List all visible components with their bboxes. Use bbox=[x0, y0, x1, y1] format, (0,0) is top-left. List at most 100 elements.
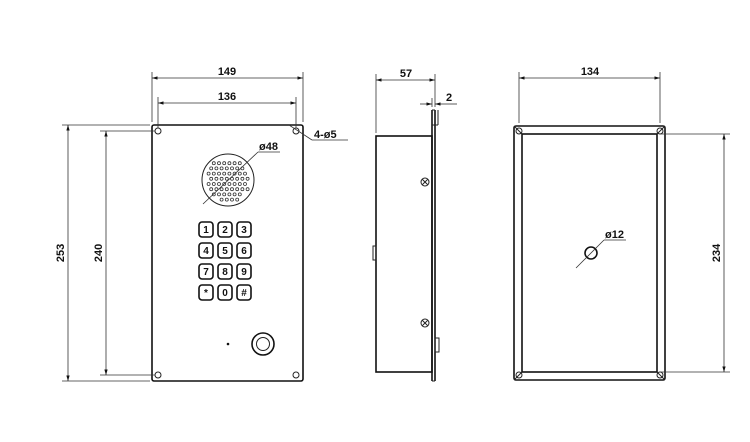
leader-cable-hole bbox=[575, 239, 605, 269]
dim-width-outer: 149 bbox=[218, 66, 236, 78]
keypad-key-label: 6 bbox=[241, 246, 247, 257]
label-mount-holes: 4-ø5 bbox=[314, 129, 337, 141]
speaker-hole bbox=[227, 171, 232, 176]
speaker-hole bbox=[224, 176, 229, 181]
keypad-key bbox=[217, 221, 233, 238]
speaker-hole bbox=[222, 182, 227, 186]
speaker-hole bbox=[235, 197, 240, 202]
speaker-hole bbox=[219, 176, 224, 181]
speaker-hole bbox=[214, 187, 219, 192]
dim-height-outer: 253 bbox=[55, 244, 67, 262]
leader-mount-holes bbox=[288, 124, 313, 141]
dim-back-height: 234 bbox=[711, 243, 723, 262]
keypad-key bbox=[217, 242, 233, 259]
back-box-inner bbox=[521, 133, 658, 373]
speaker-hole bbox=[245, 187, 250, 192]
speaker-hole bbox=[230, 197, 234, 202]
speaker-hole bbox=[211, 182, 216, 186]
front-panel-outline bbox=[151, 124, 304, 382]
side-view: 57 2 bbox=[372, 68, 457, 382]
speaker-hole bbox=[224, 197, 229, 202]
dim-back-width: 134 bbox=[581, 66, 600, 78]
speaker-hole bbox=[206, 182, 211, 186]
speaker-hole bbox=[237, 171, 242, 176]
keypad-key bbox=[236, 284, 252, 301]
speaker-hole bbox=[227, 161, 232, 166]
speaker-grille-dots bbox=[206, 161, 250, 202]
back-hole-tl bbox=[515, 127, 523, 135]
keypad-key bbox=[198, 284, 214, 301]
back-hole-bl bbox=[515, 371, 523, 379]
label-hole-dia: ø12 bbox=[605, 229, 624, 241]
back-cable-hole bbox=[584, 246, 598, 260]
speaker-hole bbox=[230, 166, 234, 171]
side-screw-bottom bbox=[420, 318, 430, 328]
dim-depth: 57 bbox=[400, 68, 412, 80]
keypad-key-label: 4 bbox=[203, 246, 209, 257]
dim-flange: 2 bbox=[446, 92, 452, 104]
speaker-hole bbox=[240, 187, 245, 192]
keypad-key bbox=[236, 263, 252, 280]
speaker-hole bbox=[232, 171, 237, 176]
speaker-hole bbox=[237, 182, 242, 186]
speaker-hole bbox=[240, 176, 245, 181]
speaker-hole bbox=[235, 166, 240, 171]
speaker-hole bbox=[230, 187, 234, 192]
side-button-protrusion bbox=[434, 337, 440, 353]
speaker-hole bbox=[211, 192, 216, 197]
keypad-key-label: * bbox=[204, 288, 208, 299]
speaker-hole bbox=[219, 197, 224, 202]
keypad-key-label: 3 bbox=[241, 225, 247, 236]
speaker-hole bbox=[237, 192, 242, 197]
speaker-hole bbox=[222, 171, 227, 176]
speaker-outline bbox=[201, 153, 255, 207]
keypad-key-label: # bbox=[241, 288, 247, 299]
speaker-hole bbox=[224, 187, 229, 192]
back-frame-outer bbox=[513, 125, 666, 381]
indicator-dot bbox=[226, 342, 230, 346]
speaker-hole bbox=[219, 187, 224, 192]
dim-height-inner: 240 bbox=[93, 244, 105, 262]
speaker-hole bbox=[227, 182, 232, 186]
speaker-hole bbox=[243, 182, 247, 186]
speaker-hole bbox=[219, 166, 224, 171]
mount-hole-bl bbox=[154, 371, 162, 379]
keypad-key-label: 1 bbox=[203, 225, 209, 236]
side-body-outline bbox=[375, 135, 433, 373]
speaker-hole bbox=[211, 171, 216, 176]
label-speaker-dia: ø48 bbox=[259, 141, 278, 153]
speaker-hole bbox=[217, 171, 221, 176]
mount-hole-tl bbox=[154, 127, 162, 135]
speaker-hole bbox=[217, 161, 221, 166]
speaker-hole bbox=[209, 166, 214, 171]
speaker-hole bbox=[214, 176, 219, 181]
speaker-hole bbox=[206, 171, 211, 176]
speaker-hole bbox=[222, 161, 227, 166]
keypad-key bbox=[198, 221, 214, 238]
speaker-hole bbox=[245, 176, 250, 181]
keypad-key-label: 7 bbox=[203, 267, 209, 278]
speaker-hole bbox=[235, 176, 240, 181]
speaker-hole bbox=[209, 176, 214, 181]
keypad-key bbox=[198, 263, 214, 280]
keypad-key bbox=[217, 284, 233, 301]
speaker-hole bbox=[232, 182, 237, 186]
speaker-hole bbox=[227, 192, 232, 197]
keypad-key-label: 9 bbox=[241, 267, 247, 278]
speaker-hole bbox=[211, 161, 216, 166]
side-screw-top bbox=[420, 177, 430, 187]
keypad-key-label: 8 bbox=[222, 267, 228, 278]
side-rear-tab bbox=[372, 245, 377, 261]
keypad-key bbox=[236, 221, 252, 238]
back-view: ø12 134 234 bbox=[513, 66, 730, 381]
call-button-inner bbox=[256, 337, 270, 351]
speaker-hole bbox=[232, 161, 237, 166]
speaker-hole bbox=[214, 166, 219, 171]
keypad-key-label: 0 bbox=[222, 288, 228, 299]
speaker-hole bbox=[222, 192, 227, 197]
speaker-hole bbox=[237, 161, 242, 166]
speaker-hole bbox=[217, 182, 221, 186]
